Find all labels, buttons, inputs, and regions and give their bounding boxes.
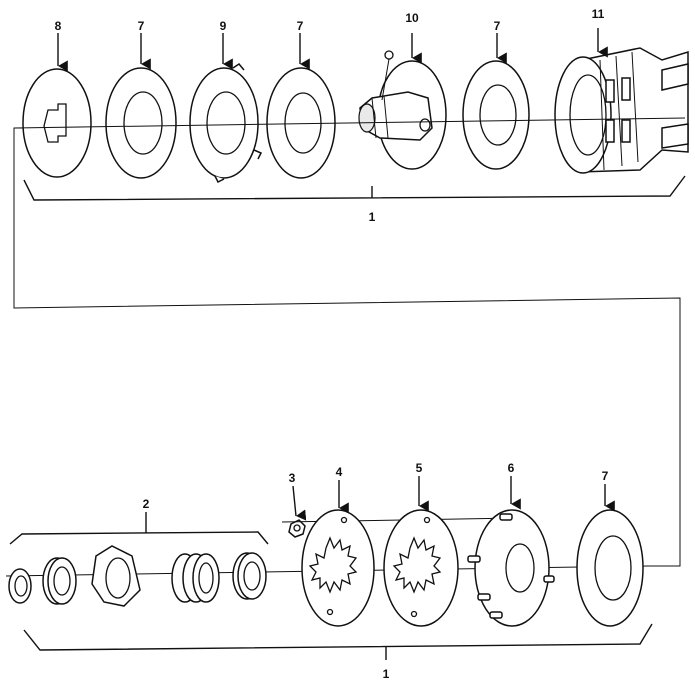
part-8-tab-washer [22,68,92,178]
callout-4: 4 [336,465,343,479]
assembly-connector-line [13,127,681,567]
callout-7-a: 7 [138,19,145,33]
part-7-thrust-washer-a [105,67,177,179]
part-2-seal-kit [8,545,267,607]
callout-11: 11 [592,7,605,21]
callout-5: 5 [416,461,423,475]
top-axis-line [13,117,686,129]
callout-1-bottom: 1 [383,667,390,681]
part-7-thrust-washer-c [462,60,530,170]
callout-3: 3 [289,471,296,485]
bottom-group-bracket [23,623,653,651]
callout-10: 10 [405,11,419,25]
callout-7-c: 7 [494,19,501,33]
callout-6: 6 [508,461,515,475]
callout-1-top: 1 [369,210,376,224]
part-5-clutch-plate [383,509,459,627]
callout-7-b: 7 [297,19,304,33]
callout-8: 8 [55,19,62,33]
part-7-thrust-washer-d [576,509,644,627]
callout-9: 9 [220,19,227,33]
top-group-bracket [23,175,686,201]
part-4-clutch-plate [301,509,375,627]
part-9-tabbed-plate [189,63,263,184]
callout-2: 2 [143,497,150,511]
part-11-clutch-drum [554,47,689,174]
part-10-splined-hub [358,50,447,170]
callout-7-d: 7 [602,469,609,483]
part-2-bracket [9,531,269,545]
part-6-pressure-plate [467,509,555,627]
